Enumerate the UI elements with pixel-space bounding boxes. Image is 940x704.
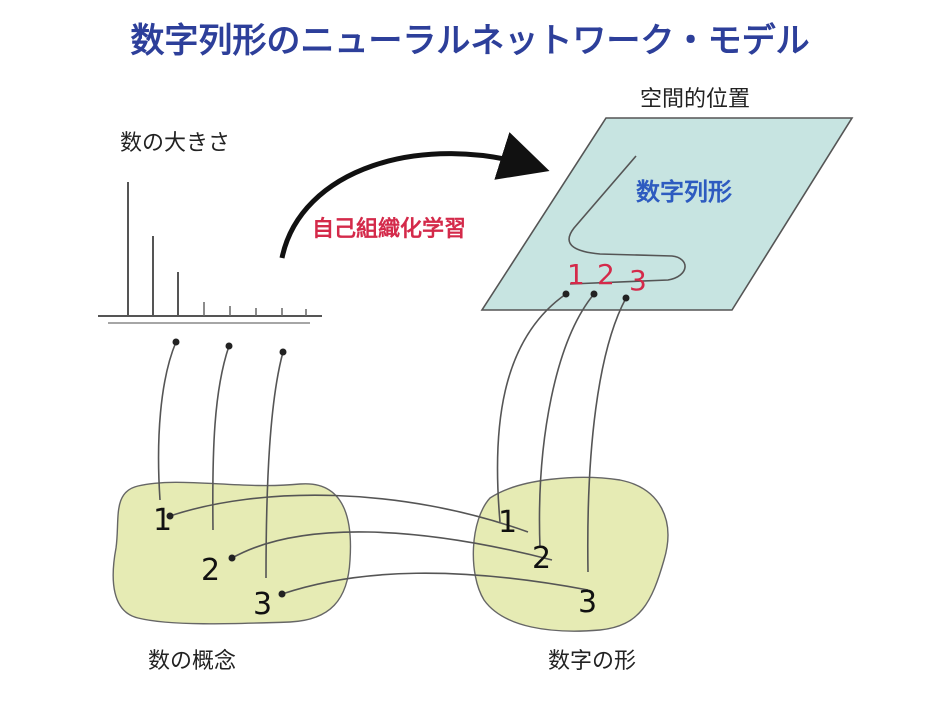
concept-number-3: 3 [253, 587, 272, 622]
shape-number-1: 1 [498, 505, 517, 540]
concept-to-shape-wires [166, 494, 589, 598]
shape-number-2: 2 [532, 541, 551, 576]
number-concept-label: 数の概念 [148, 649, 236, 674]
spatial-plane [480, 117, 854, 311]
concept-number-2: 2 [201, 553, 220, 588]
concept-number-1: 1 [153, 503, 172, 538]
magnitude-to-concept-wires [157, 338, 287, 579]
number-form-label: 数字列形 [636, 178, 732, 206]
plane-number-1: 1 [567, 258, 585, 291]
plane-number-2: 2 [597, 258, 615, 291]
learning-arrow [279, 132, 550, 259]
shape-to-plane-wires [496, 290, 630, 573]
digit-shape-blob [472, 476, 669, 632]
magnitude-label: 数の大きさ [120, 131, 230, 156]
diagram-title: 数字列形のニューラルネットワーク・モデル [130, 21, 809, 61]
self-organizing-label: 自己組織化学習 [312, 216, 466, 242]
number-form-path [568, 155, 686, 285]
spatial-position-label: 空間的位置 [640, 87, 750, 112]
plane-number-3: 3 [629, 264, 647, 297]
shape-number-3: 3 [578, 585, 597, 620]
digit-shape-label: 数字の形 [548, 649, 636, 674]
magnitude-scale [98, 182, 322, 324]
number-concept-blob [112, 481, 352, 625]
